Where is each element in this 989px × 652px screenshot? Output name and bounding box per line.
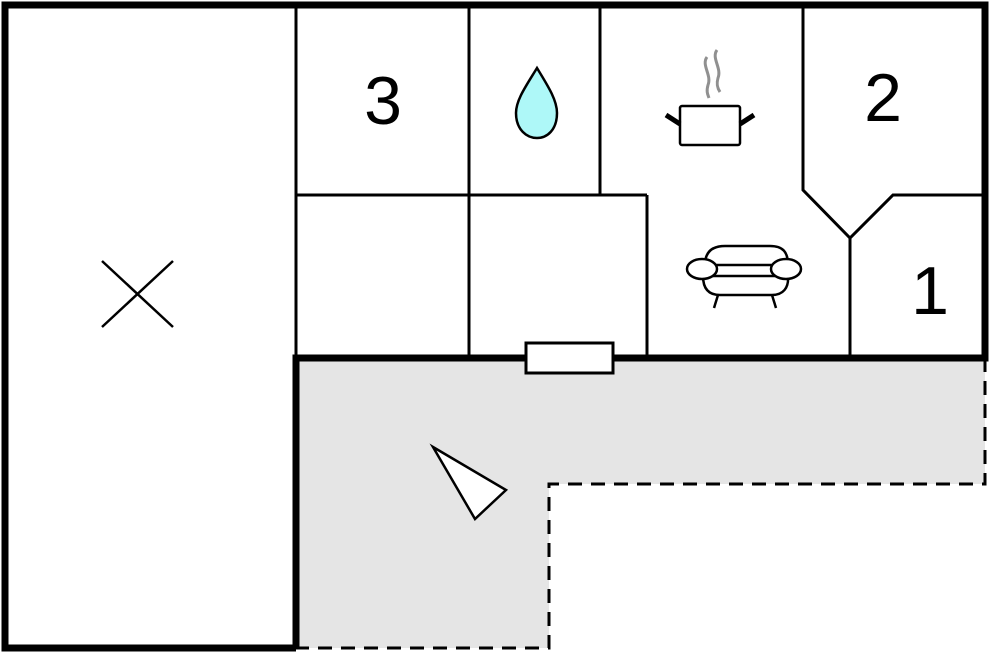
terrace-area xyxy=(296,358,985,648)
cooking-pot-icon xyxy=(664,49,756,147)
cross-mark-icon xyxy=(101,260,174,328)
sofa-icon xyxy=(685,244,803,309)
compass-triangle-icon xyxy=(429,443,509,521)
interior-walls xyxy=(294,5,985,358)
room-label-1: 1 xyxy=(911,253,949,329)
water-drop-icon xyxy=(514,65,559,140)
terrace-dashed-border xyxy=(296,358,987,650)
room-label-2: 2 xyxy=(864,60,902,136)
window xyxy=(524,341,615,375)
room-label-3: 3 xyxy=(364,63,402,139)
